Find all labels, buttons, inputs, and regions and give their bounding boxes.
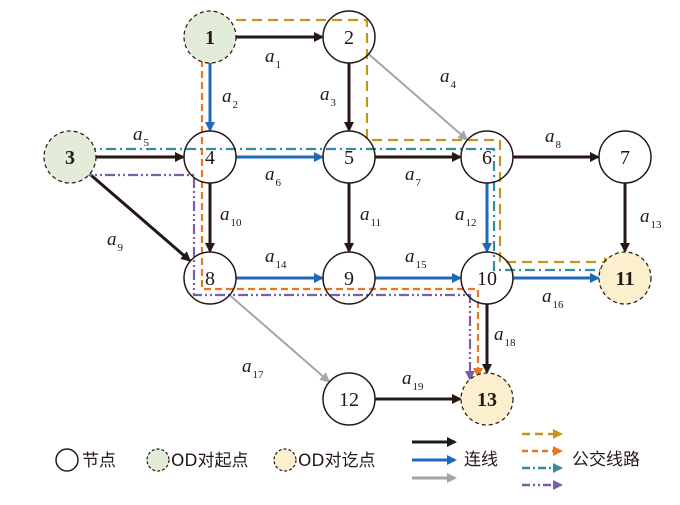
node-9: 9 xyxy=(322,251,376,305)
node-1-circle xyxy=(183,10,237,64)
node-7: 7 xyxy=(598,130,652,184)
node-5: 5 xyxy=(322,130,376,184)
legend-bus-route-label: 公交线路 xyxy=(572,450,640,470)
legend-origin-symbol xyxy=(146,448,170,472)
node-9-circle xyxy=(322,251,376,305)
link-label-a10: a10 xyxy=(220,204,242,229)
node-4: 4 xyxy=(183,130,237,184)
node-3: 3 xyxy=(43,130,97,184)
node-11: 11 xyxy=(598,251,652,305)
link-label-a6: a6 xyxy=(265,164,282,189)
node-6-label: 6 xyxy=(482,147,492,169)
legend-origin-label: OD对起点 xyxy=(171,451,248,471)
link-a9 xyxy=(88,172,192,262)
node-13-circle xyxy=(460,372,514,426)
link-label-a15: a15 xyxy=(405,246,427,271)
link-label-a13: a13 xyxy=(640,206,662,231)
node-6: 6 xyxy=(460,130,514,184)
link-label-a3: a3 xyxy=(320,84,337,109)
link-label-a4: a4 xyxy=(440,66,457,91)
link-label-a1: a1 xyxy=(265,46,281,71)
link-a17 xyxy=(228,294,331,383)
node-13: 13 xyxy=(460,372,514,426)
node-13-label: 13 xyxy=(477,389,497,411)
bus-route-purple-dashdotdot xyxy=(82,173,475,381)
link-label-a19: a19 xyxy=(402,368,424,393)
node-11-circle xyxy=(598,251,652,305)
link-label-a17: a17 xyxy=(242,356,264,381)
legend-destination-symbol xyxy=(273,448,297,472)
link-label-a8: a8 xyxy=(545,126,562,151)
link-label-a9: a9 xyxy=(107,229,124,254)
legend-link-label: 连线 xyxy=(464,450,498,470)
node-8-circle xyxy=(183,251,237,305)
bus-route-teal-dashdot xyxy=(86,147,614,275)
link-label-a2: a2 xyxy=(222,86,238,111)
node-2-label: 2 xyxy=(344,27,354,49)
legend-node-symbol xyxy=(55,448,79,472)
node-12: 12 xyxy=(322,372,376,426)
node-12-circle xyxy=(322,372,376,426)
link-labels: a1 a2 a3 a4 a5 a6 a7 a8 a9 a10 a11 a12 a13 a14 a15 a16 a… xyxy=(107,46,662,393)
node-8-label: 8 xyxy=(205,268,215,290)
node-6-circle xyxy=(460,130,514,184)
link-label-a12: a12 xyxy=(455,204,477,229)
legend-destination-label: OD对讫点 xyxy=(298,451,375,471)
legend: 节点 OD对起点 OD对讫点 连线 公交线路 xyxy=(55,429,640,490)
link-a4 xyxy=(367,53,469,141)
node-2-circle xyxy=(322,10,376,64)
node-1-label: 1 xyxy=(205,27,215,49)
node-10: 10 xyxy=(460,251,514,305)
node-8: 8 xyxy=(183,251,237,305)
link-label-a11: a11 xyxy=(360,204,381,229)
node-4-label: 4 xyxy=(205,147,215,169)
node-12-label: 12 xyxy=(339,389,359,411)
node-3-circle xyxy=(43,130,97,184)
link-label-a16: a16 xyxy=(542,286,564,311)
link-label-a14: a14 xyxy=(265,246,287,271)
legend-node-label: 节点 xyxy=(82,451,116,471)
node-11-label: 11 xyxy=(616,268,635,290)
node-3-label: 3 xyxy=(65,147,75,169)
links xyxy=(88,32,630,404)
link-label-a5: a5 xyxy=(133,124,150,149)
node-9-label: 9 xyxy=(344,268,354,290)
node-5-label: 5 xyxy=(344,147,354,169)
node-2: 2 xyxy=(322,10,376,64)
bus-routes xyxy=(82,18,614,381)
link-label-a18: a18 xyxy=(494,324,516,349)
node-5-circle xyxy=(322,130,376,184)
node-1: 1 xyxy=(183,10,237,64)
bus-route-orange-dashed xyxy=(200,60,483,378)
node-7-circle xyxy=(598,130,652,184)
node-10-circle xyxy=(460,251,514,305)
node-7-label: 7 xyxy=(620,147,630,169)
node-4-circle xyxy=(183,130,237,184)
node-10-label: 10 xyxy=(477,268,497,290)
link-label-a7: a7 xyxy=(405,164,422,189)
